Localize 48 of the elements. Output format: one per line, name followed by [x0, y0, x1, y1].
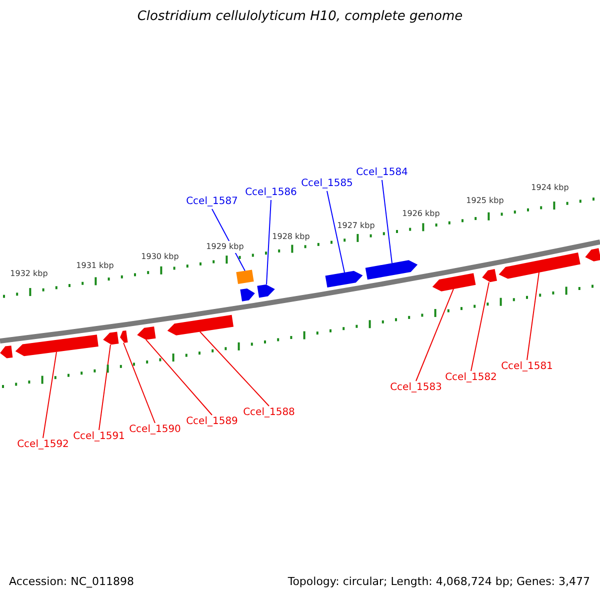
- scale-label: 1929 kbp: [206, 241, 244, 253]
- gene-label: Ccel_1583: [390, 382, 442, 394]
- gene-label: Ccel_1587: [186, 196, 238, 208]
- gene-label: Ccel_1591: [73, 431, 125, 443]
- scale-label: 1931 kbp: [76, 260, 114, 272]
- accession-text: Accession: NC_011898: [9, 576, 134, 588]
- leader-line: [326, 190, 345, 274]
- gene-label: Ccel_1581: [501, 361, 553, 373]
- gene-label: Ccel_1592: [17, 439, 69, 451]
- genome-info-text: Topology: circular; Length: 4,068,724 bp; Genes: 3,477: [288, 576, 590, 588]
- gene-feature: [240, 288, 255, 302]
- gene-feature: [325, 270, 363, 288]
- scale-label: 1930 kbp: [141, 251, 179, 263]
- gene-feature: [15, 334, 98, 356]
- scale-label: 1927 kbp: [337, 220, 375, 232]
- leader-line: [416, 288, 454, 382]
- gene-feature: [0, 346, 13, 358]
- leader-line: [382, 180, 392, 264]
- gene-feature: [432, 273, 476, 292]
- gene-label: Ccel_1588: [243, 407, 295, 419]
- gene-label: Ccel_1585: [301, 178, 353, 190]
- gene-feature: [482, 269, 497, 282]
- gene-label: Ccel_1590: [129, 424, 181, 436]
- leader-line: [98, 344, 111, 430]
- leader-line: [42, 351, 57, 438]
- gene-label: Ccel_1589: [186, 416, 238, 428]
- gene-feature: [167, 314, 234, 336]
- gene-block: [236, 270, 254, 284]
- scale-label: 1925 kbp: [466, 195, 504, 207]
- scale-label: 1932 kbp: [10, 268, 48, 280]
- gene-feature: [257, 284, 275, 298]
- scale-label: 1926 kbp: [402, 208, 440, 220]
- gene-label: Ccel_1586: [245, 187, 297, 199]
- title: Clostridium cellulolyticum H10, complete genome: [137, 11, 463, 23]
- leader-line: [266, 200, 272, 285]
- scale-label: 1928 kbp: [272, 231, 310, 243]
- leader-line: [526, 272, 540, 360]
- leader-line: [123, 342, 156, 424]
- gene-feature: [365, 260, 418, 280]
- scale-label: 1924 kbp: [531, 182, 569, 194]
- leader-line: [146, 339, 212, 416]
- leader-line: [200, 331, 270, 406]
- gene-feature: [585, 248, 600, 262]
- gene-label: Ccel_1582: [445, 372, 497, 384]
- leader-line: [470, 282, 490, 372]
- gene-label: Ccel_1584: [356, 167, 408, 179]
- gene-feature: [498, 252, 580, 279]
- gene-feature: [137, 326, 156, 340]
